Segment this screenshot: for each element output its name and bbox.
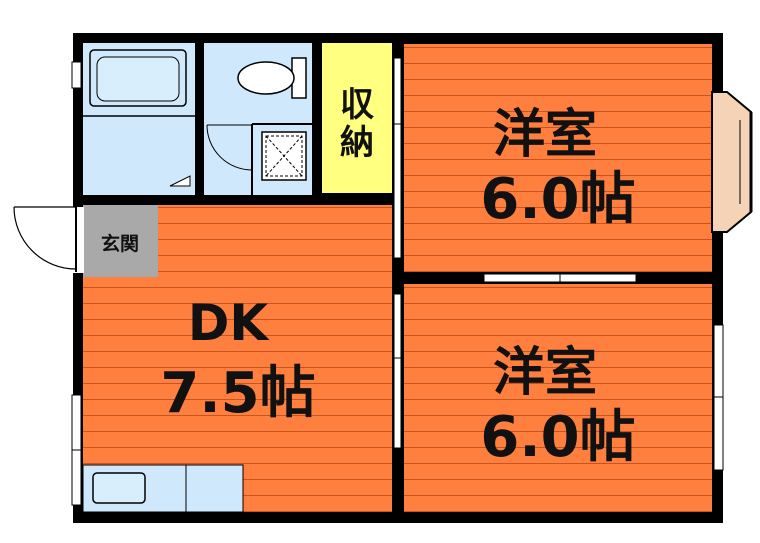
door-swing [206,124,253,171]
storage [322,43,392,193]
dk-room-name: DK [188,294,271,352]
western-room-top [404,44,712,272]
kitchen-sink [92,472,146,504]
western-room-top-name: 洋室 [493,105,597,165]
western-room-bottom-size: 6.0帖 [480,405,635,470]
storage-label-2: 納 [340,123,374,163]
entrance [83,205,158,277]
drain-icon [169,175,191,187]
western-room-bottom [404,284,712,512]
bay-window [711,91,752,233]
entrance-label: 玄関 [101,232,139,255]
toilet-icon [237,61,295,95]
western-room-top-size: 6.0帖 [480,167,635,232]
western-room-bottom-name: 洋室 [493,343,597,403]
sliding-door-bottom [393,293,402,449]
entrance-door-swing [13,206,77,270]
sliding-door-top [393,57,402,259]
storage-label-1: 収 [340,85,374,125]
window-bath [71,61,82,89]
dk-room-size: 7.5帖 [160,361,315,426]
